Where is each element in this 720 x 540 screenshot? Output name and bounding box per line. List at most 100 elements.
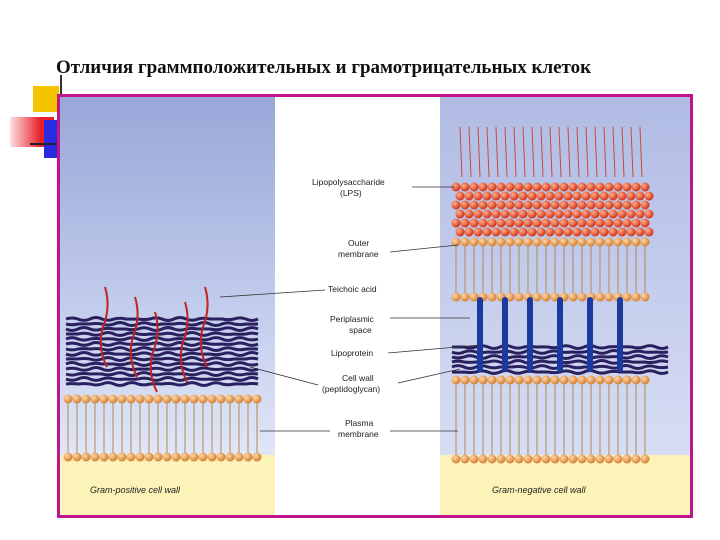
peptidoglycan-strand <box>65 326 259 332</box>
lipid-head <box>532 454 542 464</box>
lps-bead <box>500 191 510 201</box>
lps-bead <box>626 191 636 201</box>
lipid-head <box>550 375 560 385</box>
lps-bead <box>631 200 641 210</box>
lps-bead <box>491 227 501 237</box>
lipid-head <box>207 394 217 404</box>
lps-chain <box>612 126 616 178</box>
lipid-head <box>577 454 587 464</box>
label-peptidoglycan: (peptidoglycan) <box>322 384 380 394</box>
lps-bead <box>586 200 596 210</box>
lipid-head <box>613 375 623 385</box>
teichoic-acid-strand <box>199 286 209 368</box>
lps-bead <box>460 200 470 210</box>
lipid-head <box>108 394 118 404</box>
lipid-head <box>514 237 524 247</box>
peptidoglycan-strand <box>65 321 259 327</box>
lipid-head <box>451 454 461 464</box>
lipid-head <box>469 375 479 385</box>
lps-bead <box>622 182 632 192</box>
lps-bead <box>559 200 569 210</box>
lipid-head <box>117 452 127 462</box>
lps-bead <box>514 200 524 210</box>
lipid-head <box>586 375 596 385</box>
peptidoglycan-strand <box>65 336 259 342</box>
lipid-head <box>568 292 578 302</box>
lps-bead <box>572 227 582 237</box>
lipid-head <box>604 237 614 247</box>
lps-bead <box>487 218 497 228</box>
lipid-head <box>595 454 605 464</box>
lipid-head <box>604 375 614 385</box>
lps-bead <box>554 191 564 201</box>
lps-bead <box>464 227 474 237</box>
lipid-head <box>487 292 497 302</box>
lipid-head <box>180 394 190 404</box>
lps-bead <box>487 200 497 210</box>
lps-bead <box>455 191 465 201</box>
lps-bead <box>644 209 654 219</box>
lps-bead <box>505 200 515 210</box>
lipid-head <box>568 237 578 247</box>
lps-bead <box>464 209 474 219</box>
lipid-head <box>622 292 632 302</box>
lipid-head <box>225 394 235 404</box>
lps-bead <box>491 191 501 201</box>
lipid-head <box>451 292 461 302</box>
lipid-head <box>487 237 497 247</box>
lipid-head <box>496 454 506 464</box>
lps-bead <box>541 218 551 228</box>
lipid-head <box>595 375 605 385</box>
lps-chain <box>495 126 499 178</box>
lps-bead <box>590 227 600 237</box>
teichoic-acid-strands <box>99 286 209 393</box>
lipid-head <box>514 375 524 385</box>
lps-bead <box>545 227 555 237</box>
lps-bead <box>563 227 573 237</box>
lps-bead <box>613 182 623 192</box>
lps-bead <box>568 218 578 228</box>
lps-bead <box>464 191 474 201</box>
lipid-head <box>135 452 145 462</box>
lipid-head <box>72 452 82 462</box>
right-caption-band <box>440 455 690 515</box>
lps-bead <box>460 182 470 192</box>
lipid-head <box>550 454 560 464</box>
lipid-head <box>469 237 479 247</box>
lps-bead <box>586 182 596 192</box>
lipid-head <box>216 394 226 404</box>
lps-bead <box>581 209 591 219</box>
lps-bead <box>451 200 461 210</box>
peptidoglycan-strand <box>65 371 259 377</box>
lps-chain <box>549 126 553 178</box>
lipid-head <box>225 452 235 462</box>
lipid-head <box>640 454 650 464</box>
peptidoglycan-strand <box>65 376 259 382</box>
left-caption-band <box>60 455 275 515</box>
lps-bead <box>505 182 515 192</box>
lps-bead <box>482 227 492 237</box>
label-lipoprotein: Lipoprotein <box>331 348 373 358</box>
lipid-head <box>469 292 479 302</box>
lipid-head <box>496 375 506 385</box>
lps-bead <box>527 227 537 237</box>
lipid-head <box>117 394 127 404</box>
lps-bead <box>536 227 546 237</box>
lipid-head <box>126 394 136 404</box>
lps-bead <box>451 218 461 228</box>
lipid-head <box>234 452 244 462</box>
lps-bead <box>608 227 618 237</box>
lipid-head <box>586 237 596 247</box>
lps-bead <box>644 227 654 237</box>
lipid-head <box>243 452 253 462</box>
lipid-head <box>234 394 244 404</box>
lipid-head <box>631 237 641 247</box>
lipid-head <box>153 394 163 404</box>
leader-lines <box>219 186 481 432</box>
lps-bead <box>617 209 627 219</box>
caption-gram-negative: Gram-negative cell wall <box>492 485 587 495</box>
lipid-head <box>523 375 533 385</box>
lipid-head <box>189 394 199 404</box>
lps-bead <box>626 209 636 219</box>
cell-wall-diagram: Lipopolysaccharide (LPS) Outer membrane … <box>60 97 690 515</box>
